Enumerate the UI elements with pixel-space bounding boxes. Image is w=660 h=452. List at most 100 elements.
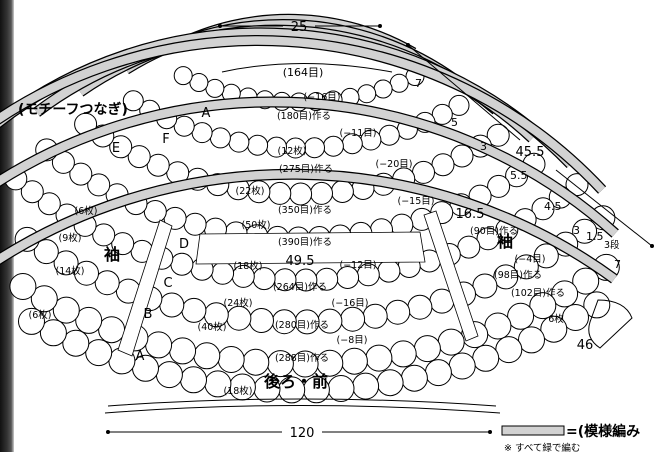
motif-circle	[155, 361, 183, 389]
motif-circle	[389, 340, 417, 368]
dimension-bottom: 120	[104, 398, 501, 441]
motif-circle	[189, 73, 209, 92]
motif-circle	[169, 337, 197, 365]
label-18-pieces-upper: (18枚)	[233, 260, 262, 272]
motif-circle	[127, 145, 151, 169]
motif-circle	[193, 342, 221, 370]
motif-circle	[37, 192, 61, 216]
motif-circle	[39, 319, 67, 347]
middle-width-label: 49.5	[286, 254, 315, 269]
motif-circle	[304, 137, 325, 159]
motif-circle	[340, 347, 368, 375]
motif-circle	[170, 252, 194, 276]
row-label-4: 5.5	[510, 169, 528, 182]
label-minus16-mid: (−16目)	[332, 298, 369, 309]
label-18-pieces-lower: (18枚)	[223, 385, 252, 397]
motif-circle	[476, 227, 500, 251]
motif-circle	[424, 359, 452, 387]
motif-circle	[572, 267, 600, 295]
motif-circle	[400, 364, 428, 392]
motif-circle	[249, 308, 274, 333]
section-letter-f: F	[162, 132, 169, 147]
legend-note: ※ すべて緑で編む	[504, 442, 580, 452]
motif-circle	[85, 339, 113, 367]
motif-circle	[180, 366, 207, 394]
motif-circle	[357, 84, 377, 104]
right-sleeve-102: (102目)作る	[511, 287, 565, 299]
motif-circle	[431, 153, 455, 177]
dimension-cuff: 46	[577, 299, 633, 353]
motif-circle	[226, 305, 252, 331]
section-letter-c: C	[163, 276, 172, 291]
label-50-pieces: (50枚)	[241, 219, 270, 231]
motif-circle	[385, 299, 411, 325]
motif-circle	[53, 250, 79, 276]
motif-circle	[18, 307, 45, 335]
row-label-7: 1.5	[586, 230, 604, 243]
bottom-width-label: 120	[290, 426, 315, 441]
left-sleeve-name: 袖	[104, 245, 120, 264]
motif-circle	[472, 344, 500, 372]
motif-circle	[529, 292, 557, 320]
section-letter-b: B	[144, 307, 153, 322]
motif-circle	[20, 180, 44, 204]
motif-circle	[94, 270, 120, 296]
page-title: (モチーフつなぎ)	[18, 101, 128, 118]
motif-circle	[412, 160, 435, 184]
motif-circle	[173, 66, 193, 86]
motif-circle	[413, 335, 441, 363]
motif-circle	[457, 235, 481, 259]
motif-circle	[30, 285, 58, 313]
motif-circle	[87, 173, 111, 197]
motif-circle	[69, 162, 93, 186]
divider-center-block	[195, 231, 426, 265]
motif-circle	[330, 180, 354, 203]
motif-circle	[540, 315, 568, 343]
motif-circle	[583, 291, 611, 319]
motif-circle	[531, 197, 555, 221]
motif-circle	[9, 273, 37, 300]
motif-circle	[75, 306, 103, 334]
motif-circle	[448, 352, 476, 380]
motif-circle	[92, 223, 116, 247]
motif-circle	[211, 261, 235, 285]
motif-circle	[217, 346, 245, 373]
row-label-5: 4.5	[544, 200, 562, 213]
motif-circle	[310, 181, 333, 205]
divider-right-strip	[423, 210, 479, 342]
section-letters: A F E D C B A	[112, 106, 211, 364]
label-minus11: (−11目)	[340, 128, 377, 139]
motif-circle	[373, 79, 393, 99]
label-minus15: (−15目)	[398, 196, 435, 207]
pattern-band-fill	[0, 36, 606, 193]
motif-circle	[365, 344, 393, 372]
motif-circle	[493, 264, 519, 290]
motif-circle	[518, 326, 545, 354]
row-label-3: 3	[480, 140, 487, 153]
motif-circle	[487, 174, 511, 198]
dimension-side: 45.5	[406, 43, 654, 248]
label-390: (390目)作る	[278, 236, 332, 248]
pattern-band-fill	[0, 169, 617, 283]
right-sleeve-minus4: (−4目)	[515, 254, 546, 265]
label-180: (180目)作る	[277, 110, 331, 122]
right-sleeve-98: (98目)作る	[494, 269, 542, 281]
left-sleeve-6-pieces-top: (6枚)	[75, 205, 98, 217]
row-label-9: 7	[614, 258, 621, 271]
motif-circle	[33, 239, 59, 265]
row-label-8: 3段	[604, 239, 620, 251]
motif-circle	[191, 122, 213, 144]
side-slant-label: 45.5	[516, 145, 545, 160]
body-label: 後ろ・前	[264, 372, 328, 391]
label-350: (350目)作る	[278, 204, 332, 216]
motif-circle	[437, 328, 465, 356]
legend-text: =(模様編み	[566, 423, 640, 440]
motif-circle	[205, 78, 225, 98]
motif-circle	[62, 329, 90, 357]
label-minus12: (−12目)	[340, 260, 377, 271]
left-sleeve-9-pieces: (9枚)	[59, 232, 82, 244]
section-letter-a-bottom: A	[136, 349, 145, 364]
row-label-1: 7	[415, 77, 422, 90]
motif-circle	[551, 280, 579, 308]
